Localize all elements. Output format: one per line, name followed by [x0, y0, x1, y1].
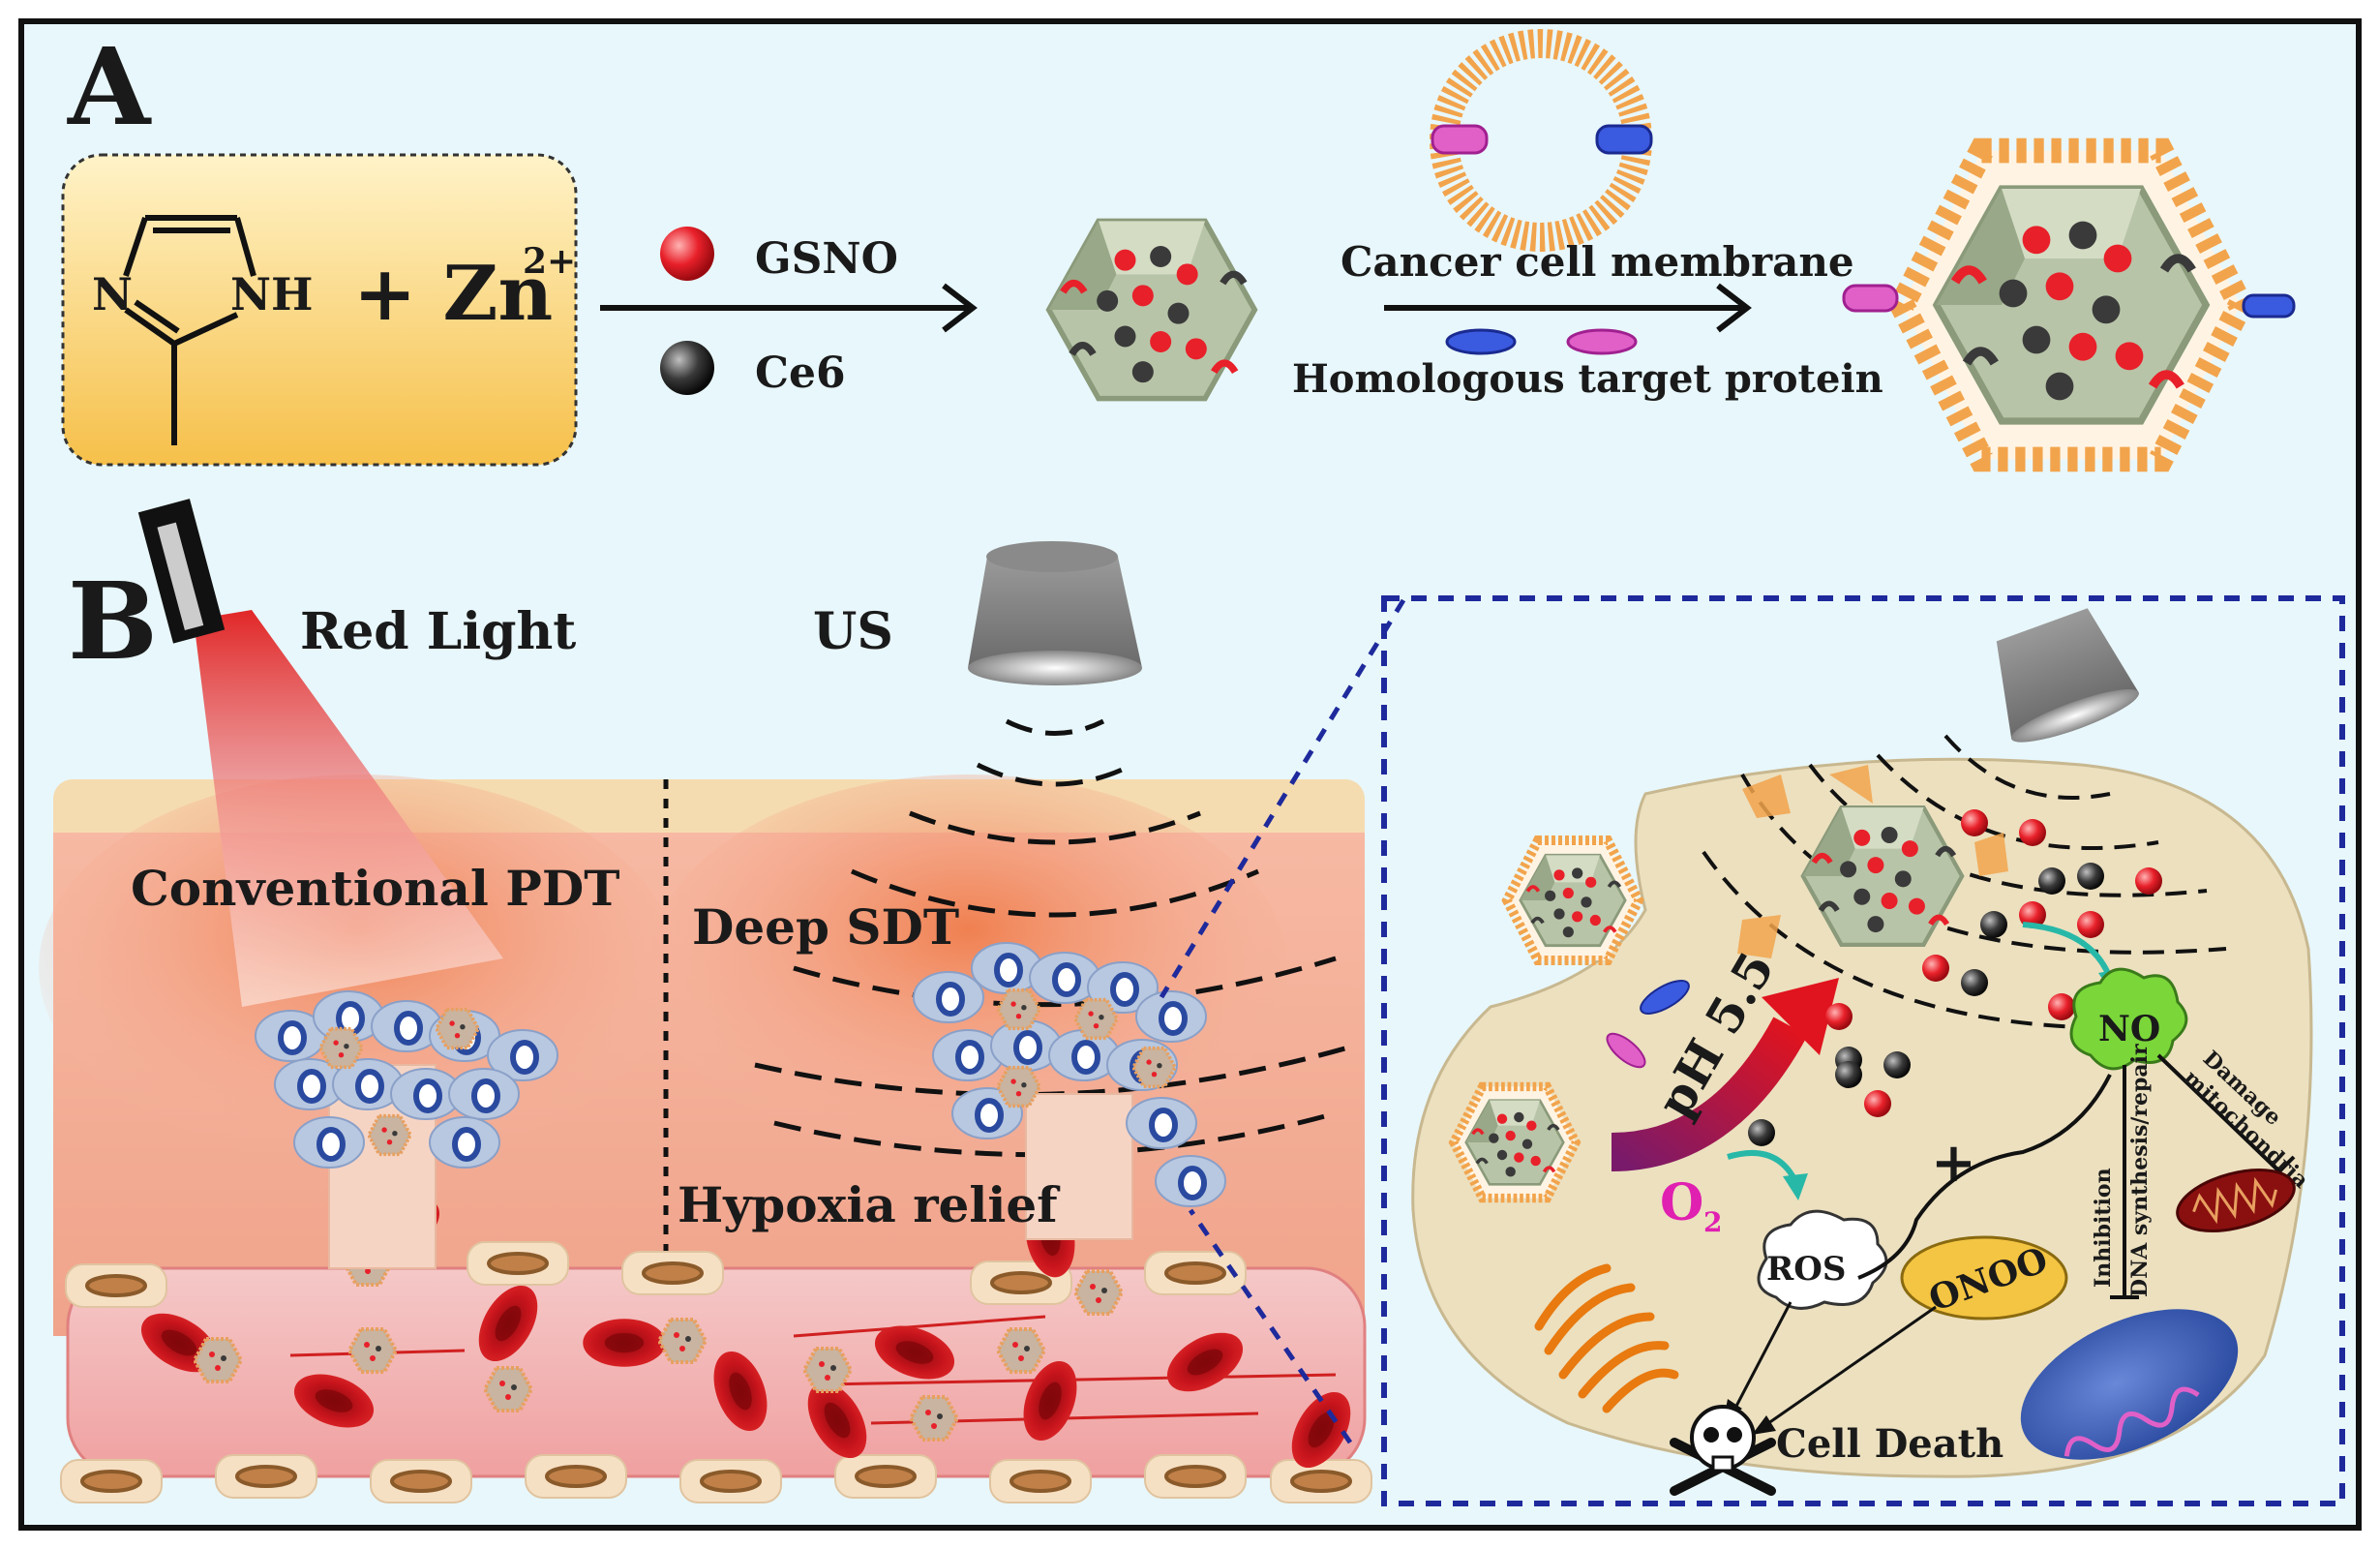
plus-sign: + [1931, 1131, 1976, 1195]
endothelial-cells-bottom [59, 1453, 1373, 1504]
o2-label: O [1660, 1173, 1703, 1232]
inset-blue-protein [1640, 980, 1690, 1015]
red-light-source-icon [137, 499, 226, 644]
cancer-cell-membrane-vesicle [1430, 29, 1653, 252]
dna-repair-label: DNA synthesis/repair [2127, 1044, 2153, 1297]
zoom-connector-bottom [1188, 1208, 1353, 1444]
onoo-bubble [1900, 1235, 2068, 1321]
coated-np-pink-protein [1842, 284, 1899, 313]
coating-arrowhead [1716, 283, 1752, 333]
ph-arrowhead [1762, 978, 1839, 1055]
panel-b-letter: B [68, 559, 158, 683]
coated-np-blue-protein [2242, 293, 2296, 319]
skull-icon [1670, 1405, 1776, 1496]
o2-to-ros-arrow [1727, 1149, 1798, 1183]
o2-subscript: 2 [1703, 1206, 1722, 1238]
synthesis-arrowhead [942, 283, 978, 333]
hypoxia-relief-label: Hypoxia relief [678, 1176, 1061, 1233]
imidazole-n: N [92, 268, 133, 320]
inhibition-label: Inhibition [2091, 1168, 2116, 1288]
plus-zinc: + Zn [353, 250, 553, 338]
pdt-tumor [256, 991, 557, 1269]
membrane-fragments [1737, 765, 2008, 958]
conventional-pdt-label: Conventional PDT [131, 860, 619, 917]
ph-release-arrow [1611, 1017, 1808, 1171]
panel-a-letter: A [67, 24, 152, 149]
inset-pink-protein [1606, 1032, 1646, 1069]
no-bubble [2069, 967, 2188, 1071]
protein-label: Homologous target protein [1292, 356, 1883, 402]
imidazole-nh: NH [230, 268, 314, 320]
golgi-icon [1534, 1263, 1679, 1413]
us-label: US [813, 602, 893, 661]
onoo-death-arrow [1761, 1305, 1937, 1430]
ce6-legend-marker [660, 341, 714, 395]
inset-ultrasound-icon [1996, 608, 2139, 743]
zoom-connector-top [1159, 598, 1406, 999]
released-ce6-molecules [1748, 863, 2104, 1146]
zinc-charge: 2+ [523, 241, 576, 282]
membrane-label: Cancer cell membrane [1341, 238, 1854, 286]
zoom-inset-frame [1381, 595, 2345, 1506]
panel-b: B [39, 499, 2345, 1506]
no-label: NO [2098, 1009, 2160, 1049]
pink-protein-icon [1566, 328, 1638, 355]
ros-death-arrow [1731, 1301, 1793, 1414]
deep-sdt-label: Deep SDT [692, 898, 959, 956]
gsno-legend-marker [660, 227, 714, 281]
blue-protein-icon [1445, 328, 1517, 355]
ros-no-combination-line [1857, 1074, 2112, 1280]
dna-strand-icon [2064, 1386, 2200, 1457]
onoo-death-arrowhead [1752, 1415, 1776, 1435]
ce6-legend-label: Ce6 [755, 349, 846, 398]
panel-a: A N NH + Zn 2+ GSNO Ce6 [61, 24, 2296, 465]
gsno-to-no-arrow [2022, 922, 2113, 980]
cell-death-label: Cell Death [1776, 1421, 2003, 1467]
ros-label: ROS [1766, 1250, 1846, 1289]
cancer-cell-body [1411, 757, 2313, 1478]
o2-to-ros-arrowhead [1783, 1173, 1808, 1200]
imidazole-structure [123, 215, 256, 445]
ultrasound-transducer-icon [968, 541, 1142, 685]
red-light-beam [194, 610, 503, 1007]
nucleus-icon [2020, 1309, 2239, 1460]
mitochondrion-icon [2176, 1169, 2296, 1232]
gsno-legend-label: GSNO [755, 234, 898, 284]
sdt-tumor [914, 943, 1225, 1240]
released-gsno-molecules [1825, 809, 2162, 1117]
red-light-label: Red Light [300, 602, 576, 661]
